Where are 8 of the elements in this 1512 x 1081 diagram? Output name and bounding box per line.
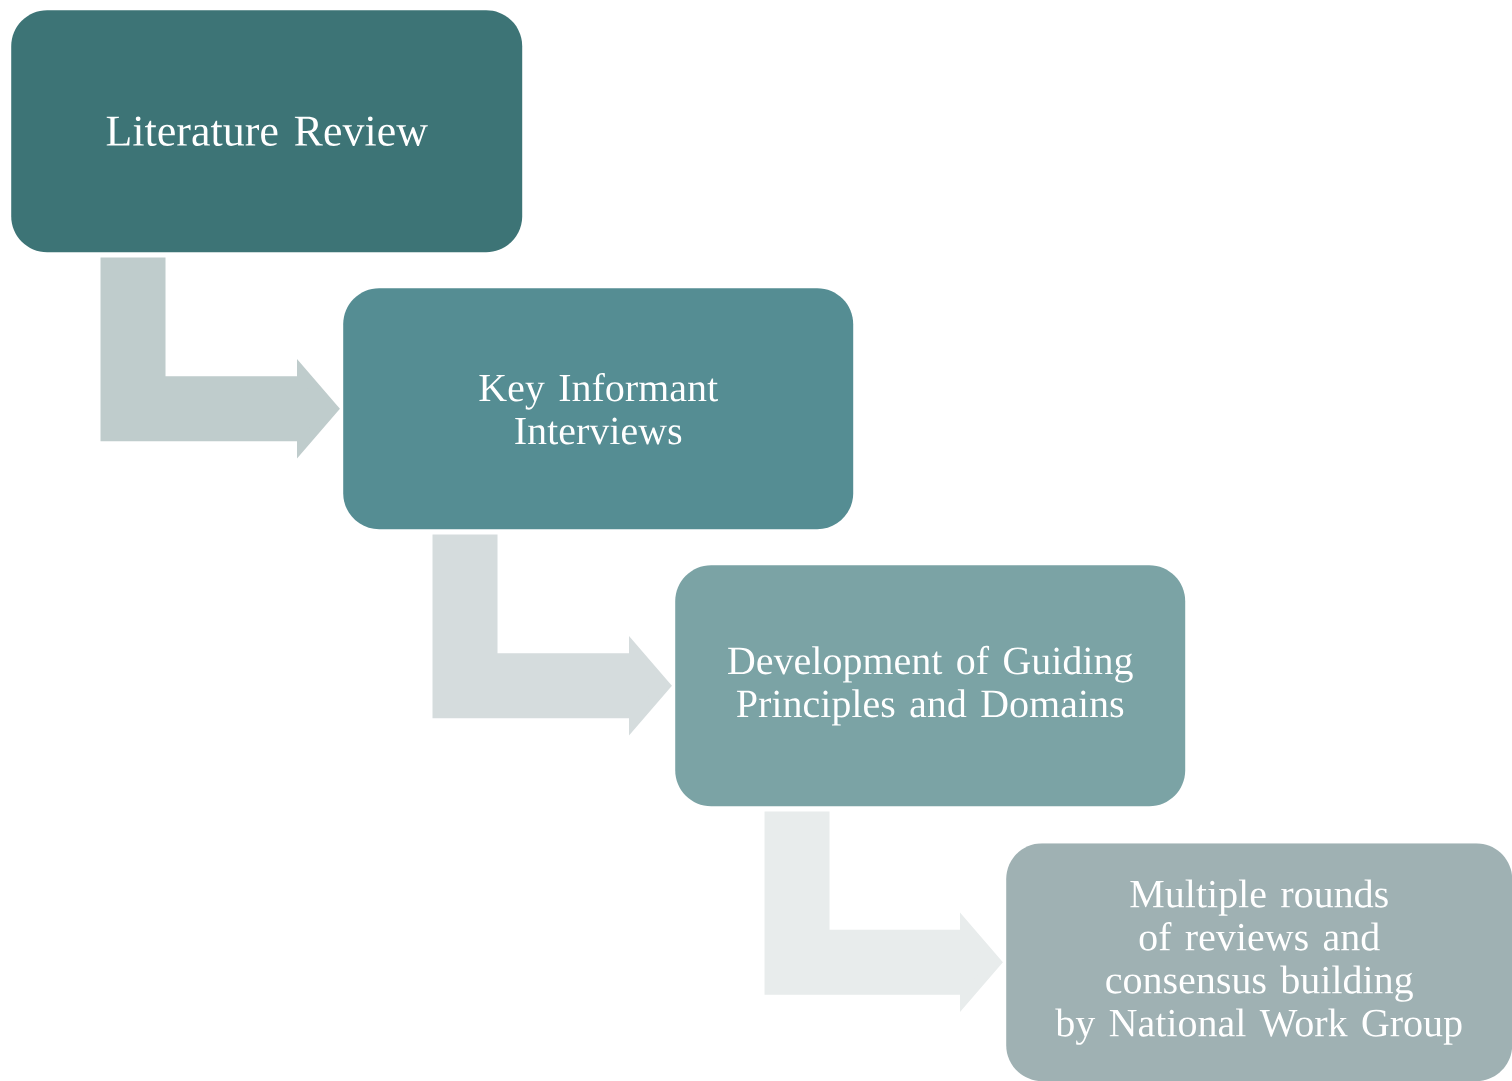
process-box [675,565,1186,807]
box-text: Key Informant Interviews [479,372,718,445]
box-text: Multiple rounds of reviews and consensus building by National Work Group [1055,879,1462,1045]
box-text: Literature Review [106,116,428,146]
process-box [11,10,523,253]
process-box [343,288,854,530]
process-box [1006,843,1512,1081]
box-text: Development of Guiding Principles and Domains [728,645,1133,726]
